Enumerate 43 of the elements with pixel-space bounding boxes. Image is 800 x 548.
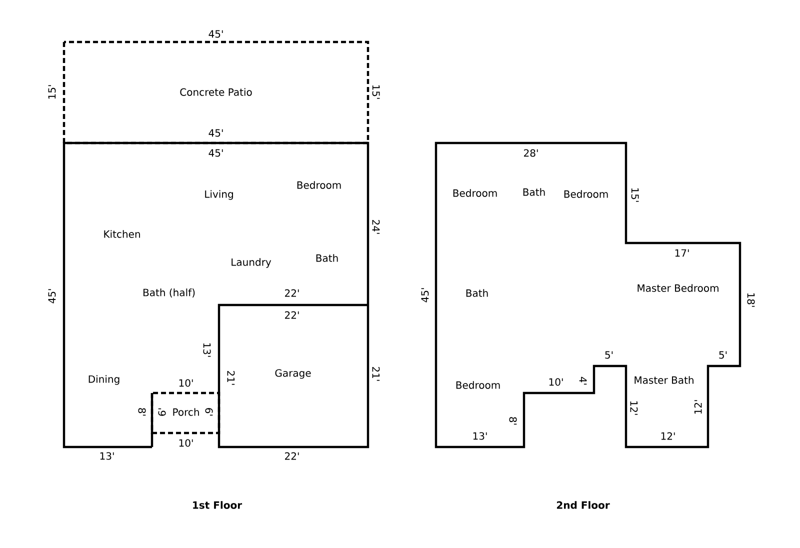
dimension-label: 21' — [227, 371, 235, 385]
dimension-label: 13' — [100, 452, 114, 460]
dimension-label: 22' — [285, 452, 299, 460]
dimension-label: 45' — [208, 129, 223, 137]
room-label: Bedroom — [297, 181, 341, 189]
dimension-label: 15' — [631, 188, 639, 202]
dimension-label: 6' — [158, 408, 166, 416]
dimension-label: 22' — [285, 311, 299, 319]
room-label: Laundry — [232, 258, 272, 268]
dimension-label: 8' — [509, 417, 517, 425]
dimension-label: 28' — [524, 149, 538, 157]
room-label: Dining — [88, 375, 120, 385]
dimension-label: 13' — [203, 343, 211, 357]
dimension-label: 17' — [675, 249, 689, 257]
dimension-label: 45' — [421, 288, 429, 302]
dimension-label: 24' — [372, 220, 380, 234]
dimension-label: 12' — [661, 432, 675, 440]
room-label: Bedroom — [453, 189, 497, 197]
dimension-label: 22' — [285, 289, 299, 297]
room-label: Bath (half) — [144, 288, 195, 298]
room-label: Bath — [466, 289, 488, 297]
dimension-label: 5' — [605, 351, 613, 359]
room-label: Living — [205, 190, 233, 200]
dimension-label: 12' — [694, 400, 702, 414]
dimension-label: 10' — [549, 378, 563, 386]
room-label: Master Bedroom — [638, 284, 718, 292]
dimension-label: 18' — [747, 293, 755, 307]
dimension-label: 21' — [372, 367, 380, 381]
room-label: Kitchen — [104, 230, 140, 238]
room-label: Bath — [523, 188, 545, 196]
dimension-label: 6' — [205, 408, 213, 416]
dimension-label: 12' — [630, 401, 638, 415]
dimension-label: 13' — [473, 432, 487, 440]
dimension-label: 5' — [719, 351, 727, 359]
room-label: Bedroom — [564, 190, 608, 198]
room-label: Bedroom — [456, 381, 500, 389]
floor-title: 2nd Floor — [556, 501, 610, 509]
floor-title: 1st Floor — [193, 501, 242, 509]
room-label: Garage — [275, 369, 311, 379]
room-label: Bath — [316, 254, 338, 262]
dimension-label: 45' — [48, 289, 56, 304]
dimension-label: 4' — [579, 376, 587, 385]
room-label: Master Bath — [634, 376, 694, 384]
